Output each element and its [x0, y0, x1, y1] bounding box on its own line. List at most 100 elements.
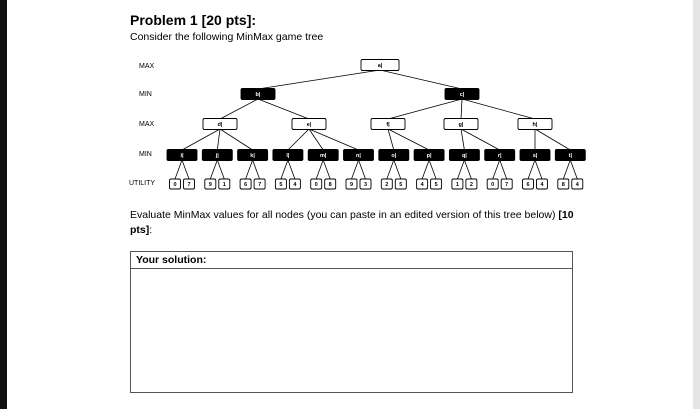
instructions-points: [10 pts]	[130, 209, 574, 236]
utility-node-5-0-label: 9	[350, 182, 353, 188]
min-node-0-label: b|	[256, 92, 261, 98]
edge-leaf-util-4-0	[315, 159, 324, 180]
max-node-2	[370, 118, 406, 130]
min-node-1-label: c|	[460, 92, 465, 98]
min-leaf-node-7	[413, 149, 445, 161]
min-node-0	[240, 88, 276, 100]
root-node	[360, 59, 400, 71]
edge-min-max-4	[461, 98, 536, 120]
min-node-1	[444, 88, 480, 100]
utility-node-4-0-label: 0	[315, 182, 318, 188]
edge-leaf-util-4-1	[322, 159, 331, 180]
min-leaf-node-0	[166, 149, 198, 161]
game-tree: a|b|c|d|e|f|g|h|i|j|k|l|m|n|o|p|q|r|s|t|…	[166, 59, 586, 190]
edge-min-max-1	[257, 98, 310, 120]
min-leaf-node-2-label: k|	[250, 153, 255, 159]
edge-max-leaf-2	[219, 128, 253, 151]
utility-node-3-0	[274, 178, 287, 190]
min-leaf-node-11-label: t|	[569, 153, 573, 159]
edge-max-leaf-8	[460, 128, 465, 151]
utility-node-2-1-label: 7	[258, 182, 261, 188]
min-leaf-node-3-label: l|	[286, 153, 290, 159]
min-leaf-node-4	[307, 149, 339, 161]
edge-leaf-util-9-1	[499, 159, 508, 180]
edge-leaf-util-1-1	[216, 159, 225, 180]
utility-node-4-0	[310, 178, 323, 190]
edge-max-leaf-11	[534, 128, 571, 151]
utility-node-2-0-label: 6	[244, 182, 247, 188]
max-node-3-label: g|	[459, 122, 464, 128]
min-leaf-node-5-label: n|	[356, 153, 361, 159]
utility-node-3-0-label: 5	[279, 182, 282, 188]
edge-leaf-util-1-0	[209, 159, 218, 180]
utility-node-4-1-label: 8	[329, 182, 332, 188]
edge-leaf-util-3-1	[287, 159, 296, 180]
min-leaf-node-10-label: s|	[533, 153, 538, 159]
utility-node-7-0-label: 4	[421, 182, 425, 188]
max-node-4	[517, 118, 553, 130]
max-node-1	[291, 118, 327, 130]
edge-leaf-util-5-0	[351, 159, 359, 180]
edge-root-min-0	[257, 69, 381, 90]
utility-node-7-1	[430, 178, 443, 190]
utility-node-2-1	[253, 178, 266, 190]
edge-min-max-0	[219, 98, 259, 120]
solution-box[interactable]: Your solution:	[130, 251, 573, 393]
min-leaf-node-1	[201, 149, 233, 161]
utility-node-1-0-label: 9	[209, 182, 212, 188]
utility-node-11-0	[557, 178, 570, 190]
edge-max-leaf-7	[387, 128, 430, 151]
utility-node-9-1	[500, 178, 513, 190]
utility-node-6-0-label: 2	[385, 182, 388, 188]
instructions: Evaluate MinMax values for all nodes (yo…	[130, 208, 585, 238]
edge-max-leaf-9	[460, 128, 500, 151]
edge-max-leaf-3	[287, 128, 310, 151]
instructions-suffix: :	[149, 224, 153, 236]
min-leaf-node-1-label: j|	[215, 153, 220, 159]
level-label-max-top: MAX	[139, 63, 155, 70]
level-label-utility: UTILITY	[129, 180, 156, 187]
utility-node-1-1-label: 1	[223, 182, 226, 188]
utility-node-11-1-label: 4	[576, 182, 580, 188]
edge-leaf-util-8-1	[464, 159, 472, 180]
utility-node-3-1	[288, 178, 301, 190]
edge-max-leaf-0	[181, 128, 221, 151]
utility-node-9-0-label: 0	[491, 182, 494, 188]
edge-max-leaf-6	[387, 128, 395, 151]
min-leaf-node-8-label: q|	[462, 153, 467, 159]
edge-leaf-util-5-1	[358, 159, 366, 180]
max-node-2-label: f|	[386, 122, 390, 128]
min-leaf-node-7-label: p|	[427, 153, 432, 159]
min-leaf-node-8	[448, 149, 480, 161]
utility-node-8-0	[451, 178, 464, 190]
utility-node-9-0	[486, 178, 499, 190]
edge-min-max-2	[387, 98, 463, 120]
edge-leaf-util-10-1	[534, 159, 543, 180]
utility-node-5-0	[345, 178, 358, 190]
max-node-1-label: e|	[307, 122, 312, 128]
utility-node-11-1	[571, 178, 584, 190]
edge-leaf-util-10-0	[527, 159, 536, 180]
edge-max-leaf-5	[308, 128, 359, 151]
utility-node-2-0	[239, 178, 252, 190]
utility-node-0-0-label: 0	[173, 182, 176, 188]
max-node-0	[202, 118, 238, 130]
max-node-4-label: h|	[533, 122, 538, 128]
utility-node-1-1	[218, 178, 231, 190]
edge-max-leaf-4	[308, 128, 324, 151]
edge-leaf-util-6-0	[386, 159, 395, 180]
edge-max-leaf-1	[216, 128, 221, 151]
edge-leaf-util-2-0	[245, 159, 253, 180]
max-node-0-label: d|	[218, 122, 223, 128]
utility-node-5-1	[359, 178, 372, 190]
min-leaf-node-5	[343, 149, 374, 161]
edge-leaf-util-11-0	[562, 159, 571, 180]
edge-leaf-util-8-0	[457, 159, 465, 180]
level-label-min-mid: MIN	[139, 91, 152, 98]
utility-node-8-0-label: 1	[456, 182, 459, 188]
edge-leaf-util-0-0	[174, 159, 183, 180]
max-node-3	[443, 118, 479, 130]
min-leaf-node-11	[554, 149, 586, 161]
min-leaf-node-2	[237, 149, 269, 161]
utility-node-0-1	[183, 178, 195, 190]
